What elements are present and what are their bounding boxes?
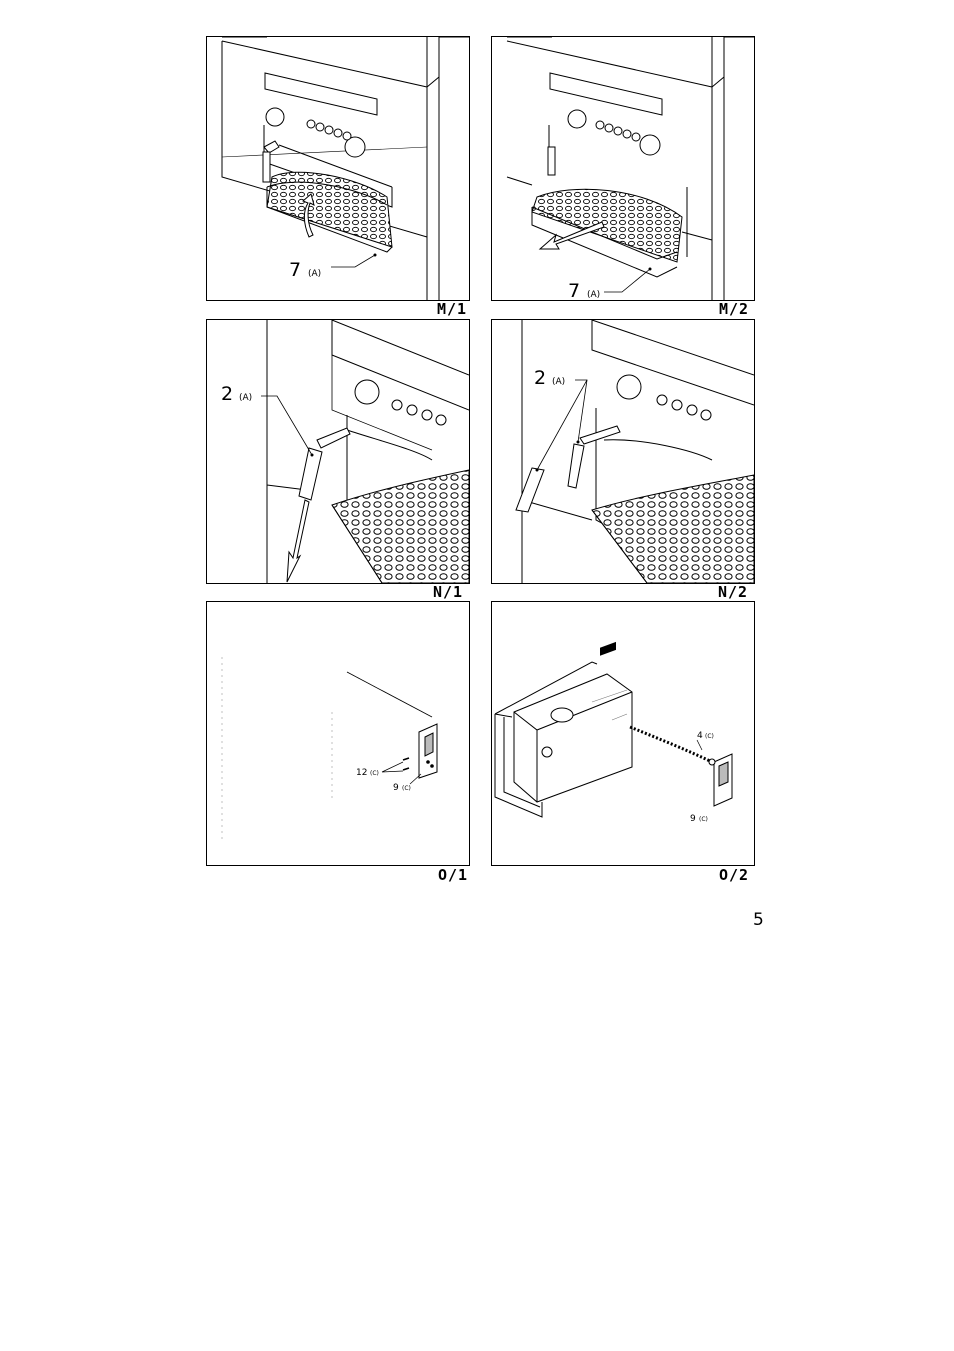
callout-4-number: 4 (697, 731, 703, 741)
callout-7-number: 7 (289, 259, 301, 281)
callout-7-tag: (A) (587, 290, 600, 300)
figure-o1: 12 (C) 9 (C) (206, 601, 470, 866)
figure-m2: 7 (A) (491, 36, 755, 301)
figure-n2: 2 (A) (491, 319, 755, 584)
mounting-bracket-installation-illustration: 12 (C) 9 (C) (221, 657, 438, 842)
coffee-machine-drip-tray-removed-illustration: 7 (A) (506, 37, 754, 300)
figure-caption-m2: M/2 (719, 300, 750, 318)
appliance-chain-fixing-illustration: 4 (C) 9 (C) (494, 641, 733, 824)
figure-caption-n1: N/1 (433, 583, 464, 601)
callout-2-number: 2 (221, 383, 233, 405)
figure-caption-o2: O/2 (719, 866, 750, 884)
steam-nozzle-removed-illustration: 2 (A) (515, 320, 754, 583)
coffee-machine-drip-tray-lifted-illustration: 7 (A) (221, 37, 469, 300)
callout-2-tag: (A) (552, 377, 565, 387)
figure-m1: 7 (A) (206, 36, 470, 301)
steam-nozzle-removal-illustration: 2 (A) (221, 320, 469, 583)
callout-7-number: 7 (568, 280, 580, 300)
callout-4-tag: (C) (705, 733, 714, 740)
figure-caption-o1: O/1 (438, 866, 469, 884)
figure-n1: 2 (A) (206, 319, 470, 584)
figure-caption-n2: N/2 (718, 583, 749, 601)
callout-9-number: 9 (393, 783, 399, 793)
callout-9-tag: (C) (699, 816, 708, 823)
page-number: 5 (753, 910, 764, 930)
callout-12-tag: (C) (370, 770, 379, 777)
callout-2-tag: (A) (239, 393, 252, 403)
figure-o2: 4 (C) 9 (C) (491, 601, 755, 866)
callout-9-number: 9 (690, 814, 696, 824)
callout-7-tag: (A) (308, 269, 321, 279)
callout-9-tag: (C) (402, 785, 411, 792)
callout-2-number: 2 (534, 367, 546, 389)
figure-caption-m1: M/1 (437, 300, 468, 318)
callout-12-number: 12 (356, 768, 367, 778)
